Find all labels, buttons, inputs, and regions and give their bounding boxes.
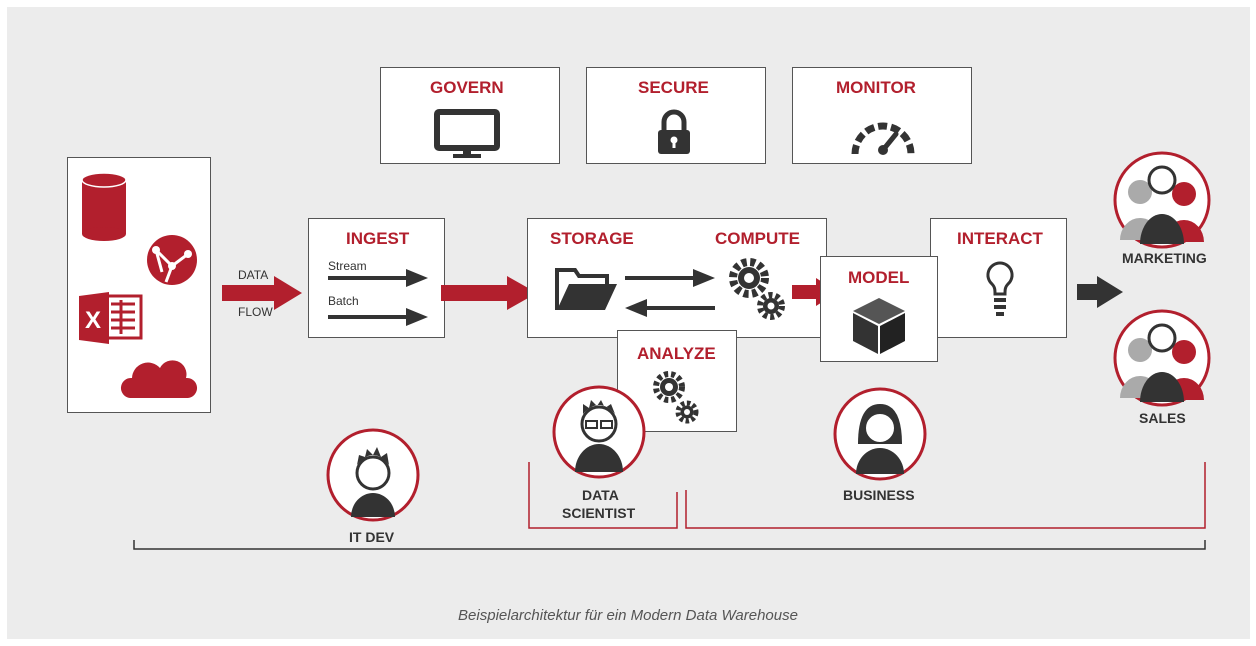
batch-label: Batch [328,294,359,308]
sales-label: SALES [1139,410,1186,426]
data-flow-label-top: DATA [238,268,269,282]
svg-text:X: X [85,307,101,334]
stream-label: Stream [328,259,367,273]
cube-icon [853,298,905,354]
it-dev-avatar [326,428,420,522]
cloud-icon [120,360,198,398]
lightbulb-icon [986,261,1014,316]
secure-label: SECURE [638,78,709,97]
data-scientist-label-2: SCIENTIST [562,505,636,521]
model-label: MODEL [848,268,910,287]
interact-label: INTERACT [957,229,1043,248]
network-icon [147,235,197,285]
it-dev-label: IT DEV [349,529,395,545]
data-scientist-avatar [552,385,646,479]
to-compute-arrow [625,269,715,287]
govern-label: GOVERN [430,78,504,97]
storage-label: STORAGE [550,229,634,248]
compute-label: COMPUTE [715,229,800,248]
marketing-group-avatar [1113,151,1211,249]
gears-icon [729,258,785,320]
batch-arrow [328,308,428,326]
caption: Beispielarchitektur für ein Modern Data … [458,607,798,624]
interact-box [930,218,1067,338]
business-avatar [833,387,927,481]
business-label: BUSINESS [843,487,915,503]
data-flow-arrow [222,276,302,310]
ingest-label: INGEST [346,229,410,248]
ingest-to-storage-arrow [441,276,537,310]
analyze-gears-icon [653,371,699,424]
marketing-label: MARKETING [1122,250,1207,266]
folder-icon [555,268,617,310]
gauge-icon [851,122,915,155]
stream-arrow [328,269,428,287]
output-arrow [1077,276,1123,308]
excel-icon: X [79,292,143,344]
analyze-label: ANALYZE [637,344,716,363]
monitor-label: MONITOR [836,78,916,97]
data-scientist-label-1: DATA [582,487,619,503]
sales-group-avatar [1113,309,1211,407]
to-storage-arrow [625,299,715,317]
database-icon [81,172,127,241]
lock-icon [658,109,690,154]
data-flow-label-bottom: FLOW [238,305,273,319]
monitor-icon [434,109,500,158]
